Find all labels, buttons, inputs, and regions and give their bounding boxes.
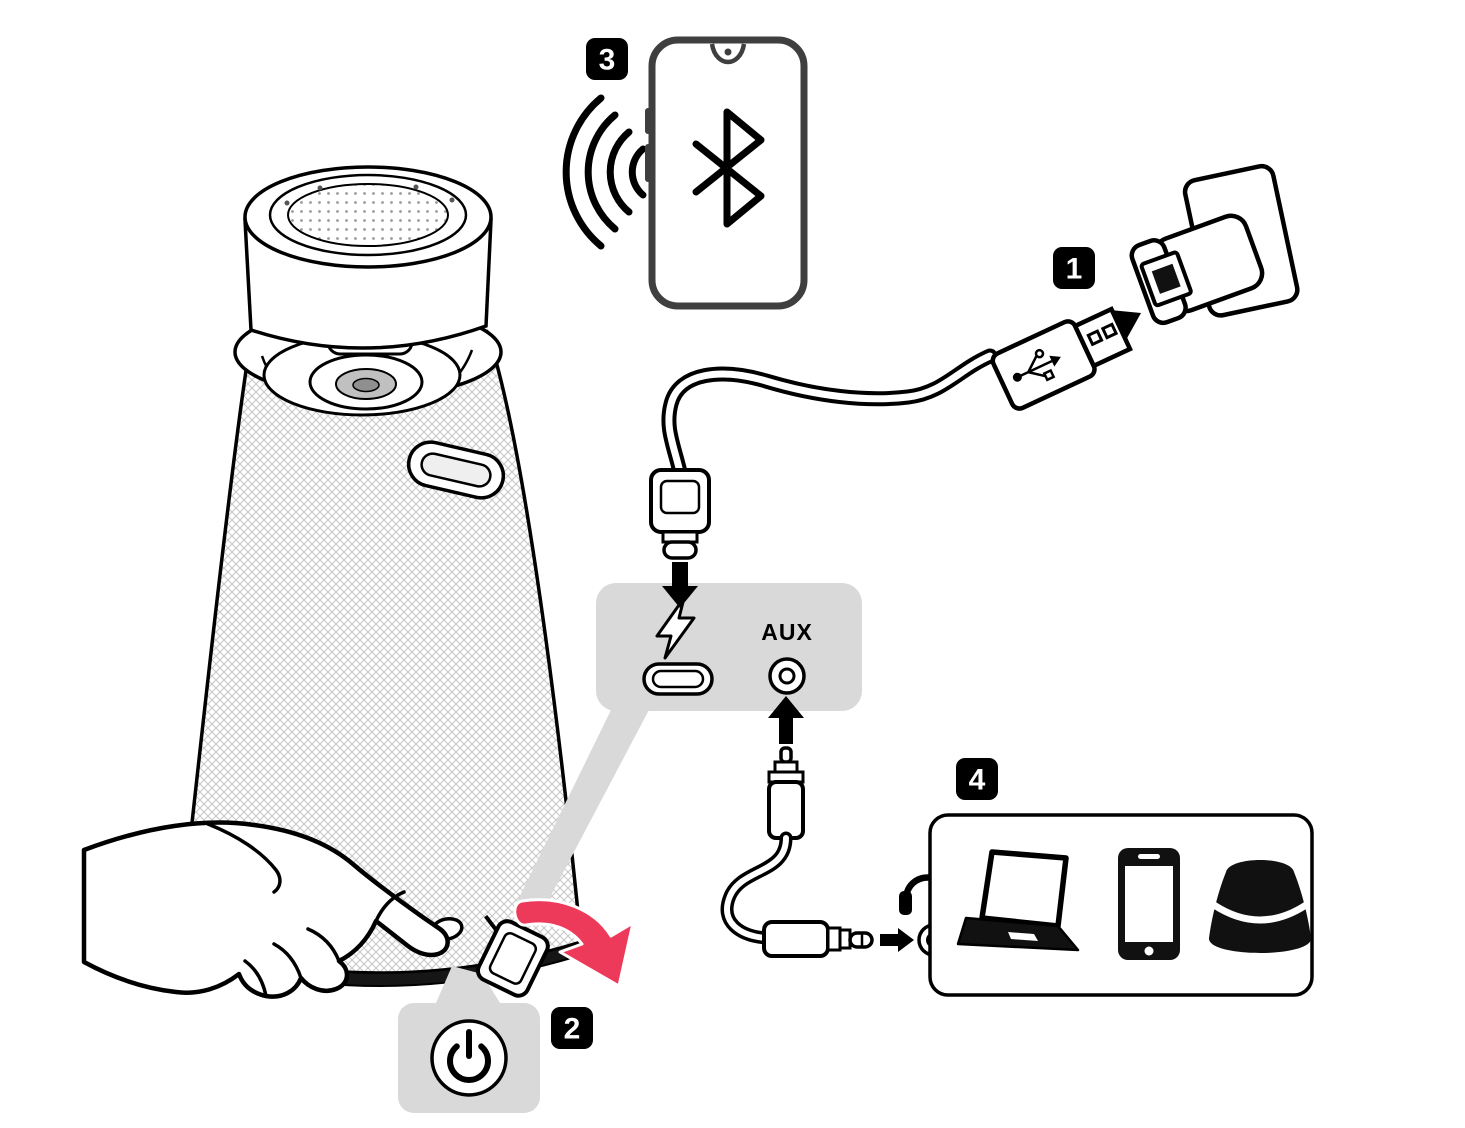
arrow-right-icon [880,928,914,952]
step1-group: 1 [990,163,1300,411]
aux-jack-icon [768,657,806,695]
step1-badge: 1 [1053,247,1095,289]
aux-plug-horizontal [762,920,874,958]
usb-c-connector [649,468,711,560]
power-button-icon [430,1019,508,1097]
cable-core [665,352,994,476]
top-control-mark [449,197,455,203]
arrow-down-icon [662,562,698,608]
step4-group: 4 [928,758,1314,997]
speaker-top-cap [243,165,493,350]
laptop-icon [956,849,1080,952]
top-control-mark [317,185,323,191]
port-cover-flap [475,915,550,998]
step3-badge: 3 [586,38,628,80]
speaker-handle [406,440,506,500]
aux-cable-core [724,835,789,941]
top-control-mark [284,200,290,206]
smartphone-device-icon [1118,848,1180,960]
step4-badge: 4 [956,758,998,800]
step2-badge: 2 [551,1007,593,1049]
lightning-bolt-icon [655,596,696,660]
power-adapter-icon [1129,213,1265,326]
speaker-grille [287,183,449,247]
callout-wedge-power [436,966,500,1003]
aux-label: AUX [761,619,813,645]
step1-number: 1 [1066,253,1083,286]
hand-illustration [81,820,450,999]
step2-group: 2 [398,1003,593,1113]
usb-a-plug-icon [990,306,1133,411]
speaker-device-icon [1208,860,1312,953]
usb-cable [649,348,998,608]
port-panel-bg [596,583,862,711]
top-control-mark [413,184,419,190]
step4-number: 4 [969,764,986,797]
speaker-illustration [177,165,583,987]
open-cover-arrow-icon [513,898,635,988]
step3-group: 3 [562,36,808,310]
step3-number: 3 [599,44,616,77]
arrow-up-icon [768,696,804,744]
wireless-waves-icon [562,94,647,250]
step2-number: 2 [564,1013,581,1046]
callout-wedge-ports [512,708,650,924]
aux-plug-vertical [767,746,805,840]
usb-c-port-icon [642,662,714,696]
port-panel: AUX [596,583,862,711]
bluetooth-icon [692,108,765,228]
aux-cable-group [720,696,954,958]
smartphone-icon [645,36,808,310]
